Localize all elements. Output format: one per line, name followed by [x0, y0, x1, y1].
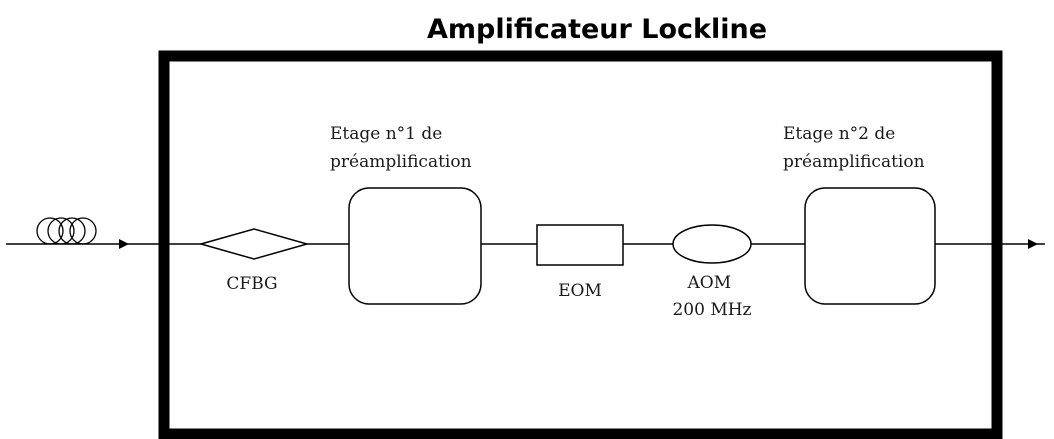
- stage1-component: [348, 187, 482, 305]
- eom-component: [536, 224, 624, 266]
- cfbg-component: [198, 228, 310, 260]
- aom-component: [672, 224, 752, 264]
- stage1-label-line2: préamplification: [330, 152, 472, 172]
- stage1-label-line1: Etage n°1 de: [330, 124, 442, 144]
- aom-label-line1: AOM: [686, 273, 731, 293]
- aom-label-line2: 200 MHz: [672, 300, 751, 320]
- amplifier-enclosure: [158, 50, 1003, 439]
- stage2-label: Etage n°2 de préamplification: [783, 124, 925, 172]
- stage2-label-line2: préamplification: [783, 152, 925, 172]
- output-arrow-icon: [1028, 239, 1038, 249]
- eom-label: EOM: [558, 281, 602, 301]
- fiber-coil-icon: [36, 217, 97, 245]
- input-arrow-icon: [119, 239, 129, 249]
- diagram-title: Amplificateur Lockline: [427, 14, 767, 45]
- stage2-label-line1: Etage n°2 de: [783, 124, 895, 144]
- stage1-label: Etage n°1 de préamplification: [330, 124, 472, 172]
- aom-label: AOM 200 MHz: [672, 273, 751, 320]
- cfbg-label: CFBG: [226, 274, 277, 294]
- stage2-component: [804, 187, 936, 305]
